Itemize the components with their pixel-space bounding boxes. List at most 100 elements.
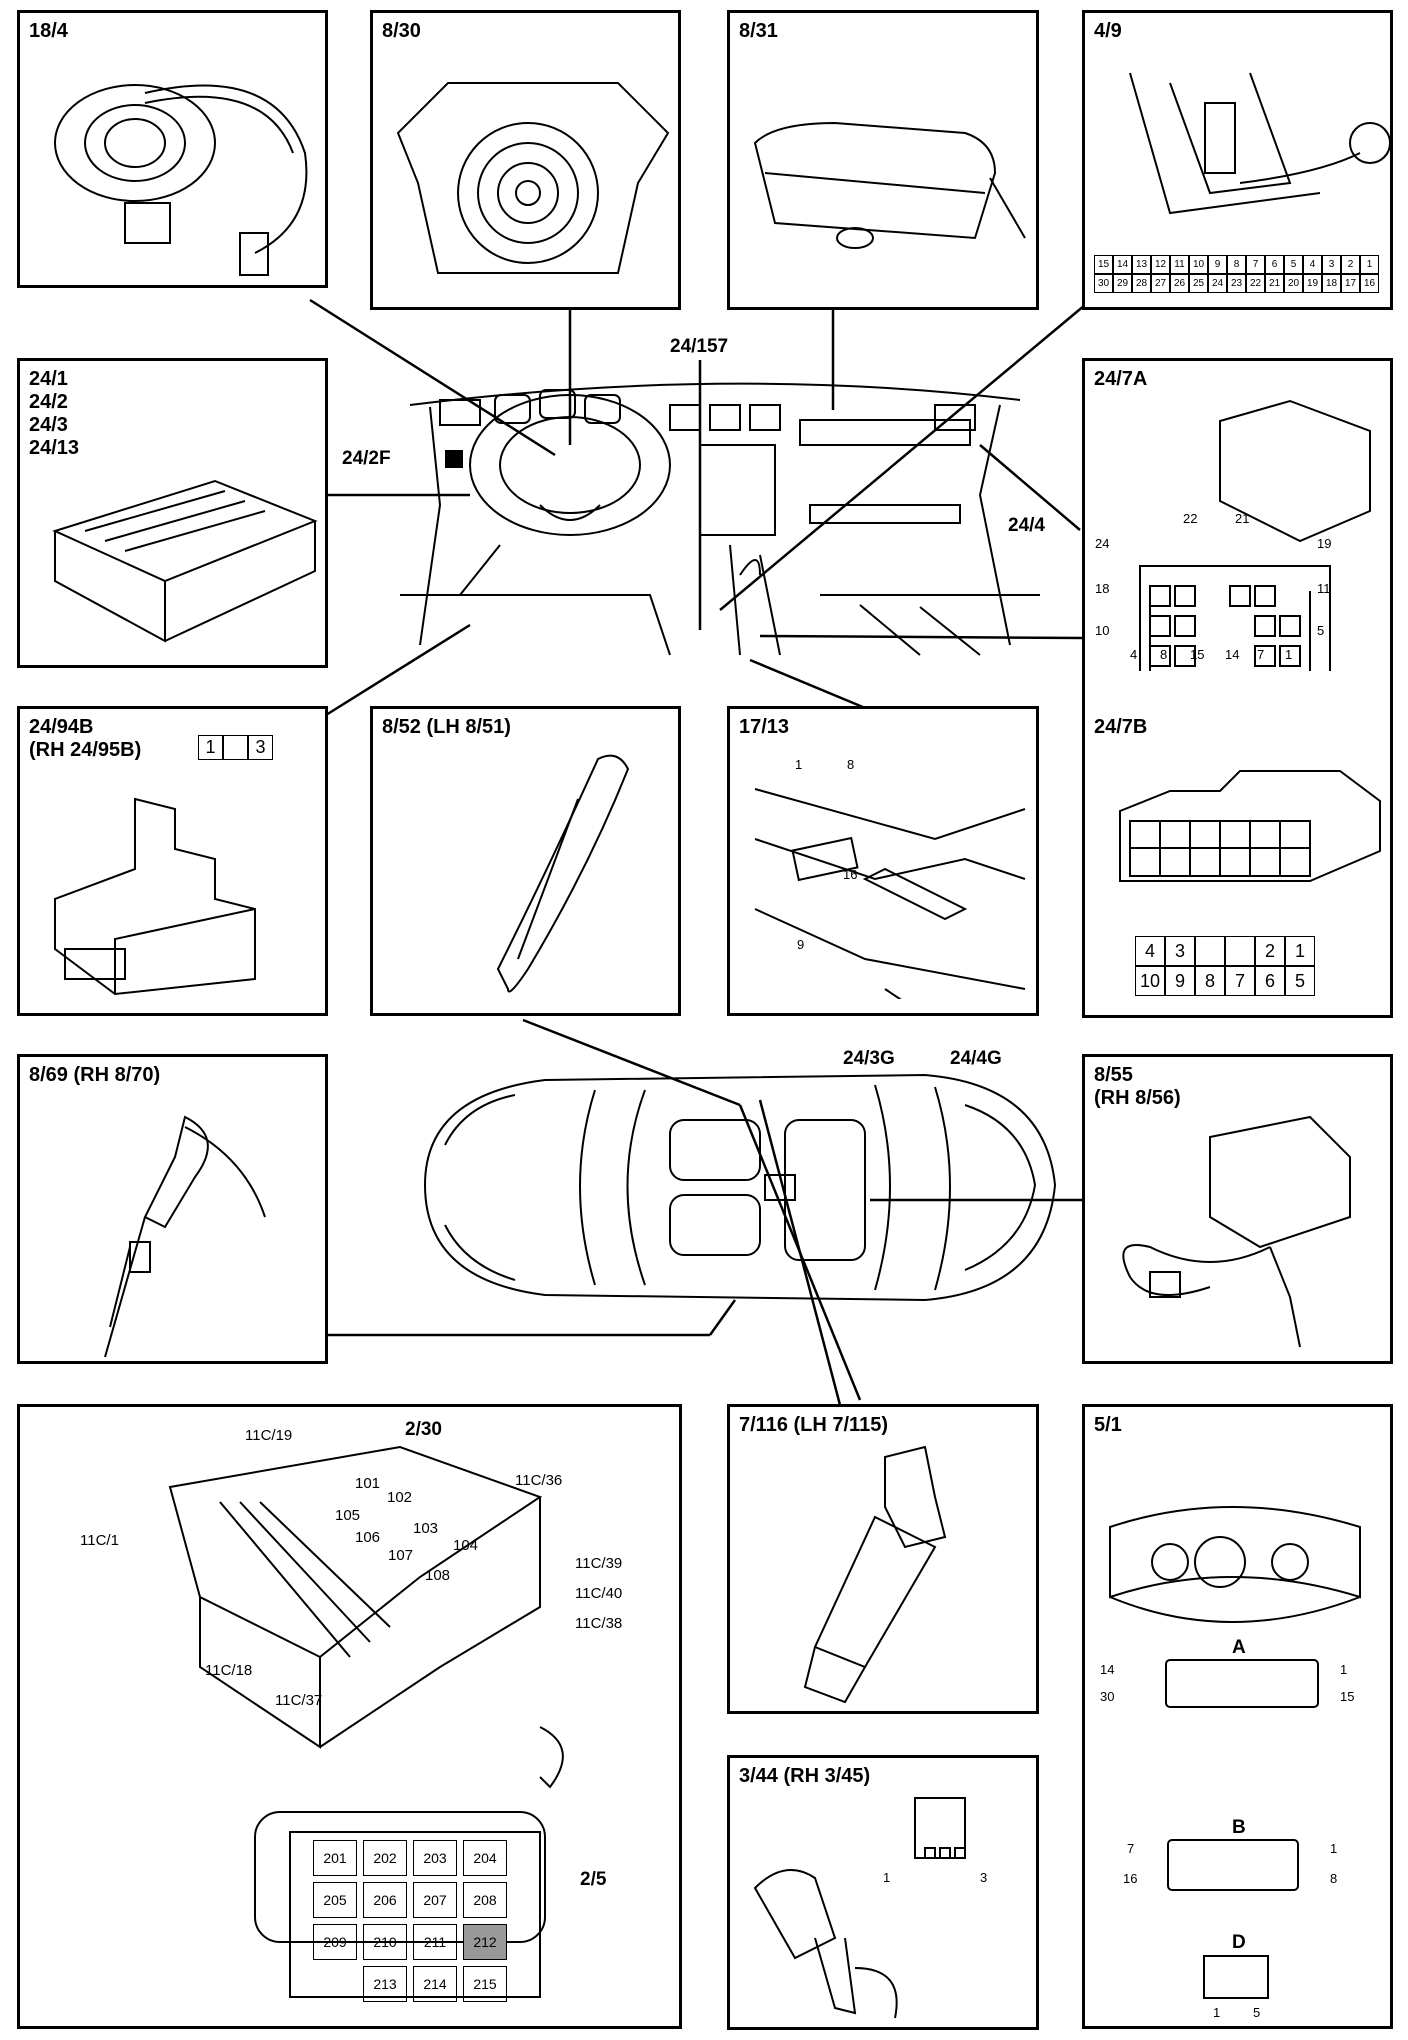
pin-label: 30 [1100, 1689, 1115, 1704]
panel-17-13: 17/13 1 8 16 9 [727, 706, 1039, 1016]
pin-label: 24 [1095, 536, 1110, 551]
connector-24-7a-drawing [1139, 399, 1371, 671]
panel-2-30: 2/30 11C/19 11C/1 11C/36 11C/39 11C/40 1… [17, 1404, 682, 2029]
central-electronic-module-drawing [168, 1445, 564, 1998]
pin-cell: 29 [1113, 274, 1132, 293]
fuse-box-drawing [52, 479, 318, 643]
pin-cell: 3 [1322, 255, 1341, 274]
pin-cell: 23 [1227, 274, 1246, 293]
pin-cell: 9 [1208, 255, 1227, 274]
connector-24-94b-drawing [54, 797, 256, 996]
belt-tensioner-drawing [1122, 1115, 1351, 1348]
pin-cell: 1 [198, 735, 223, 760]
pin-cell: 17 [1341, 274, 1360, 293]
pin-cell: 26 [1170, 274, 1189, 293]
pin-cell: 10 [1189, 255, 1208, 274]
pin-label: 5 [1317, 623, 1325, 638]
pin-cell: 13 [1132, 255, 1151, 274]
relay-slot: 213 [363, 1966, 407, 2002]
label-11c-1: 11C/1 [80, 1532, 119, 1549]
pin-label: 1 [1285, 647, 1293, 662]
connector-a [1165, 1659, 1319, 1708]
pin-label: 14 [1100, 1662, 1115, 1677]
relay-slot: 215 [463, 1966, 507, 2002]
pin-cell: 18 [1322, 274, 1341, 293]
relay-slot: 201 [313, 1840, 357, 1876]
label-11c-36: 11C/36 [515, 1472, 563, 1489]
pin-cell: 16 [1360, 274, 1379, 293]
pin-label: 22 [1183, 511, 1198, 526]
label-11c-19: 11C/19 [245, 1427, 293, 1444]
pin-cell: 28 [1132, 274, 1151, 293]
relay-slot: 204 [463, 1840, 507, 1876]
pin-cell: 3 [248, 735, 273, 760]
relay-slot: 206 [363, 1882, 407, 1918]
relay-slot: 214 [413, 1966, 457, 2002]
panel-title: 2/30 [405, 1419, 442, 1440]
connector-b [1167, 1839, 1299, 1891]
pin-cell: 2 [1255, 936, 1285, 966]
relay-slot: 212 [463, 1924, 507, 1960]
pin-cell [1225, 936, 1255, 966]
panel-8-31: 8/31 [727, 10, 1039, 310]
pin-cell: 15 [1094, 255, 1113, 274]
pin-cell: 5 [1285, 966, 1315, 996]
pin-label: 1 [1340, 1662, 1348, 1677]
pin-cell: 10 [1135, 966, 1165, 996]
panel-8-30: 8/30 [370, 10, 681, 310]
pin-cell: 3 [1165, 936, 1195, 966]
callout-24-4g: 24/4G [950, 1048, 1002, 1069]
pin-label: 3 [980, 1870, 988, 1885]
pin-cell: 21 [1265, 274, 1284, 293]
panel-title: 17/13 [739, 716, 790, 738]
relay-102: 102 [387, 1489, 413, 1506]
instrument-cluster-drawing [1109, 1506, 1361, 1623]
pin-label: 10 [1095, 623, 1110, 638]
pin-label: 4 [1130, 647, 1138, 662]
passenger-airbag-drawing [753, 121, 1026, 249]
relay-103: 103 [413, 1520, 439, 1537]
panel-5-1: 5/1 A 14 1 30 15 B 7 1 16 8 D 1 5 [1082, 1404, 1393, 2029]
label-11c-38: 11C/38 [575, 1615, 623, 1632]
panel-title: 18/4 [29, 20, 68, 42]
pin-cell: 9 [1165, 966, 1195, 996]
panel-8-55: 8/55 (RH 8/56) [1082, 1054, 1393, 1364]
relay-slot: 210 [363, 1924, 407, 1960]
diagnostic-socket-drawing [1129, 72, 1390, 215]
panel-24-1: 24/1 24/2 24/3 24/13 [17, 358, 328, 668]
pin-label: 15 [1190, 647, 1205, 662]
pin-cell: 14 [1113, 255, 1132, 274]
driver-airbag-drawing [396, 82, 670, 274]
pin-cell: 2 [1341, 255, 1360, 274]
pin-cell: 25 [1189, 274, 1208, 293]
car-top-view-drawing [423, 1073, 1057, 1302]
pin-cell: 19 [1303, 274, 1322, 293]
relay-slot: 209 [313, 1924, 357, 1960]
relay-slot: 203 [413, 1840, 457, 1876]
relay-slot: 207 [413, 1882, 457, 1918]
pin-cell: 24 [1208, 274, 1227, 293]
pin-cell: 4 [1135, 936, 1165, 966]
panel-18-4: 18/4 [17, 10, 328, 288]
pin-label: 8 [1330, 1871, 1338, 1886]
pin-label: 16 [1123, 1871, 1138, 1886]
connector-24-7b-drawing [1119, 770, 1381, 882]
panel-title: 24/1 24/2 24/3 24/13 [29, 368, 80, 459]
pin-cell: 20 [1284, 274, 1303, 293]
panel-title: 7/116 (LH 7/115) [739, 1414, 888, 1436]
pin-cell: 7 [1225, 966, 1255, 996]
pin-cell: 8 [1227, 255, 1246, 274]
pin-cell: 6 [1255, 966, 1285, 996]
seatbelt-switch-drawing [803, 1445, 947, 1704]
relay-106: 106 [355, 1529, 381, 1546]
side-airbag-drawing [496, 754, 630, 993]
pin-label: 1 [1330, 1841, 1338, 1856]
panel-title: 8/55 (RH 8/56) [1094, 1064, 1181, 1109]
panel-24-7: 24/7A 22 21 24 19 18 11 10 5 4 8 15 14 7… [1082, 358, 1393, 1018]
panel-7-116: 7/116 (LH 7/115) [727, 1404, 1039, 1714]
callout-24-4: 24/4 [1008, 515, 1045, 536]
pin-label: 7 [1127, 1841, 1135, 1856]
